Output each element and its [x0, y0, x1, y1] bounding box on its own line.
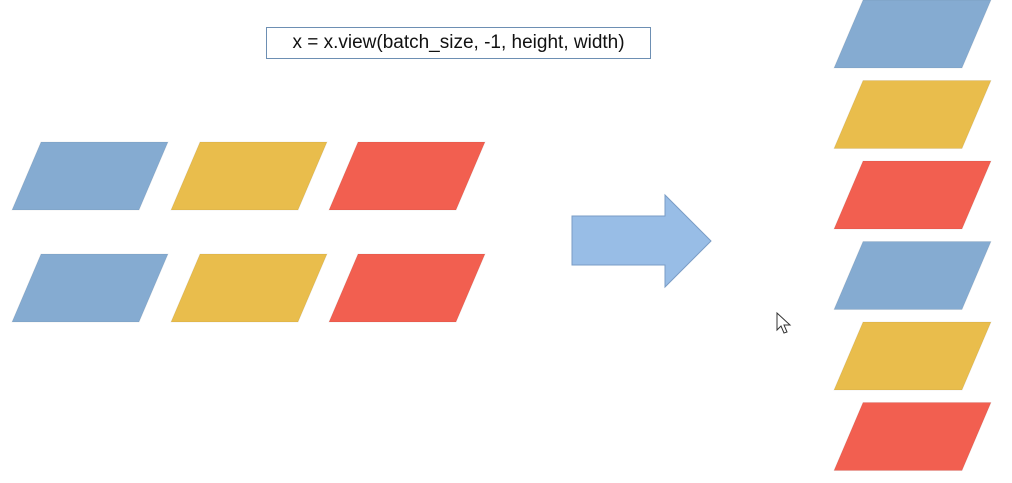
- input-block-blue: [11, 253, 169, 323]
- output-block-blue: [833, 0, 992, 69]
- output-stack: [833, 0, 992, 471]
- input-block-red: [328, 253, 486, 323]
- input-block-yellow: [170, 253, 328, 323]
- transform-arrow: [571, 193, 712, 289]
- input-block-red: [328, 141, 486, 211]
- output-block-blue: [833, 241, 992, 310]
- right-arrow-icon: [571, 193, 712, 289]
- output-block-red: [833, 160, 992, 230]
- input-grid: [11, 141, 486, 323]
- output-block-red: [833, 402, 992, 471]
- mouse-pointer-icon: [776, 311, 792, 334]
- output-block-yellow: [833, 80, 992, 149]
- input-block-yellow: [170, 141, 328, 211]
- output-block-yellow: [833, 321, 992, 391]
- code-text: x = x.view(batch_size, -1, height, width…: [292, 32, 625, 53]
- code-label: x = x.view(batch_size, -1, height, width…: [266, 27, 651, 59]
- input-block-blue: [11, 141, 169, 211]
